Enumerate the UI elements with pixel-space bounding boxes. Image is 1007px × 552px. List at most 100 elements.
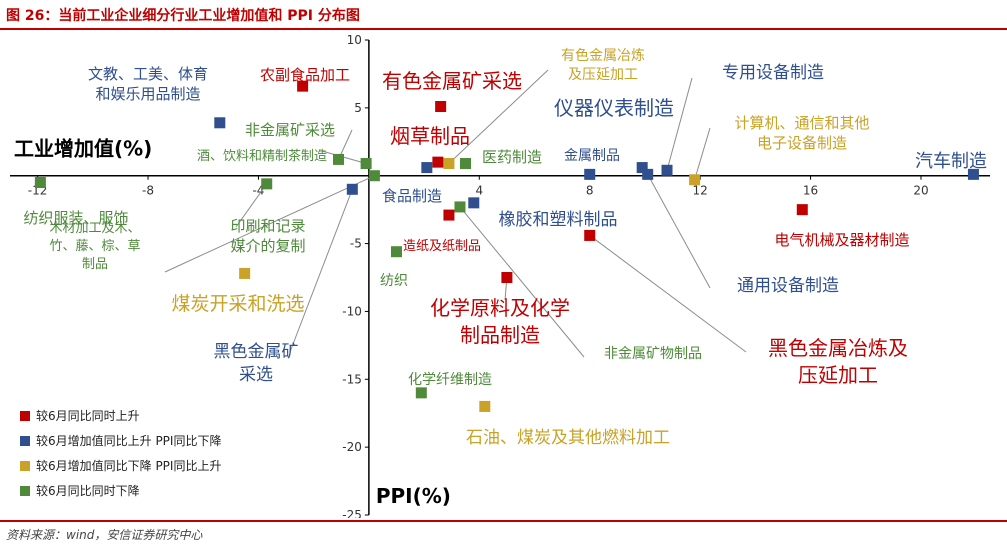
leader-lines bbox=[164, 69, 747, 358]
point-label: 煤炭开采和洗选 bbox=[171, 293, 304, 315]
leader-line bbox=[164, 175, 375, 273]
point-label: 非金属矿物制品 bbox=[604, 346, 702, 362]
leader-line bbox=[459, 206, 585, 358]
data-point bbox=[443, 209, 455, 221]
point-label: 木材加工及木、竹、藤、棕、草制品 bbox=[49, 221, 140, 272]
data-point bbox=[443, 158, 455, 169]
point-label: 化学纤维制造 bbox=[408, 372, 492, 388]
data-point bbox=[368, 170, 380, 182]
point-label: 电气机械及器材制造 bbox=[774, 231, 909, 249]
data-point bbox=[584, 229, 596, 241]
y-tick-label: -5 bbox=[350, 237, 362, 251]
data-point bbox=[346, 183, 358, 195]
y-tick-label: 10 bbox=[347, 33, 362, 47]
point-label: 文教、工美、体育和娱乐用品制造 bbox=[88, 65, 208, 103]
point-label: 有色金属冶炼及压延加工 bbox=[561, 47, 645, 83]
point-label: 黑色金属冶炼及压延加工 bbox=[768, 336, 908, 387]
point-label: 烟草制品 bbox=[390, 124, 470, 148]
legend-swatch bbox=[20, 411, 30, 421]
x-axis-label: 工业增加值(%) bbox=[14, 137, 152, 161]
data-point bbox=[34, 177, 46, 188]
data-point bbox=[689, 174, 701, 186]
point-label: 仪器仪表制造 bbox=[554, 96, 674, 120]
leader-line bbox=[235, 183, 268, 228]
header-rule bbox=[0, 28, 1007, 30]
data-point bbox=[297, 80, 309, 92]
data-point bbox=[636, 162, 648, 174]
x-tick-label: 12 bbox=[693, 184, 708, 198]
data-point bbox=[432, 156, 444, 168]
data-point bbox=[214, 117, 226, 129]
figure-title: 图 26：当前工业企业细分行业工业增加值和 PPI 分布图 bbox=[6, 8, 360, 24]
data-point bbox=[642, 168, 654, 180]
leader-line bbox=[694, 127, 711, 180]
point-label: 汽车制造 bbox=[915, 151, 987, 172]
point-label: 纺织服装、服饰 bbox=[23, 209, 128, 227]
data-point bbox=[261, 178, 273, 190]
leader-line bbox=[589, 235, 747, 353]
point-label: 金属制品 bbox=[564, 148, 620, 164]
legend-label: 较6月同比同时下降 bbox=[36, 483, 140, 498]
x-tick-label: 16 bbox=[803, 184, 818, 198]
legend-label: 较6月同比同时上升 bbox=[36, 408, 140, 423]
point-label: 专用设备制造 bbox=[722, 63, 824, 83]
legend-swatch bbox=[20, 486, 30, 496]
data-point bbox=[360, 158, 372, 169]
leader-line bbox=[289, 189, 353, 353]
point-label: 计算机、通信和其他电子设备制造 bbox=[734, 114, 869, 152]
data-points bbox=[34, 80, 979, 412]
figure-footer: 资料来源：wind，安信证券研究中心 bbox=[0, 518, 1007, 552]
point-label: 化学原料及化学制品制造 bbox=[430, 296, 570, 347]
leader-line bbox=[647, 174, 711, 289]
data-point bbox=[421, 162, 433, 174]
x-tick-label: 4 bbox=[475, 184, 483, 198]
point-label: 通用设备制造 bbox=[737, 276, 839, 296]
figure-header: 图 26：当前工业企业细分行业工业增加值和 PPI 分布图 bbox=[0, 0, 1007, 30]
data-point bbox=[454, 201, 466, 213]
point-label: 食品制造 bbox=[382, 187, 442, 205]
data-point bbox=[415, 387, 427, 399]
leader-line bbox=[448, 69, 549, 164]
data-point bbox=[239, 267, 251, 279]
legend-label: 较6月增加值同比上升 PPI同比下降 bbox=[36, 433, 221, 448]
y-tick-label: -15 bbox=[342, 372, 362, 386]
x-tick-label: 8 bbox=[586, 184, 594, 198]
data-point bbox=[796, 204, 808, 216]
data-point bbox=[501, 272, 513, 283]
data-point bbox=[459, 158, 471, 169]
data-point bbox=[584, 168, 596, 180]
point-labels: 农副食品加工有色金属矿采选烟草制品造纸及纸制品化学原料及化学制品制造黑色金属冶炼… bbox=[23, 47, 987, 448]
point-label: 印刷和记录媒介的复制 bbox=[230, 217, 305, 255]
data-point bbox=[435, 101, 447, 112]
leader-line bbox=[666, 77, 693, 171]
x-tick-label: 20 bbox=[913, 184, 928, 198]
y-tick-label: -10 bbox=[342, 304, 362, 318]
x-tick-label: -4 bbox=[252, 184, 264, 198]
point-label: 有色金属矿采选 bbox=[382, 69, 522, 93]
x-tick-label: -8 bbox=[142, 184, 154, 198]
y-axis-label: PPI(%) bbox=[376, 484, 451, 508]
point-label: 酒、饮料和精制茶制造 bbox=[197, 148, 327, 164]
y-tick-label: 5 bbox=[354, 101, 362, 115]
y-tick-label: -20 bbox=[342, 440, 362, 454]
point-label: 纺织 bbox=[380, 273, 408, 289]
leader-line bbox=[321, 150, 367, 164]
y-tick-label: -25 bbox=[342, 508, 362, 518]
legend-swatch bbox=[20, 436, 30, 446]
point-label: 石油、煤炭及其他燃料加工 bbox=[466, 428, 670, 448]
data-point bbox=[661, 164, 673, 176]
data-point bbox=[390, 246, 402, 258]
data-point bbox=[479, 400, 491, 412]
point-label: 非金属矿采选 bbox=[245, 121, 335, 139]
point-label: 医药制造 bbox=[482, 148, 542, 166]
legend-label: 较6月增加值同比下降 PPI同比上升 bbox=[36, 458, 221, 473]
footer-rule bbox=[0, 520, 1007, 522]
data-point bbox=[333, 153, 345, 165]
data-point bbox=[967, 168, 979, 180]
legend-swatch bbox=[20, 461, 30, 471]
point-label: 农副食品加工 bbox=[260, 66, 350, 84]
